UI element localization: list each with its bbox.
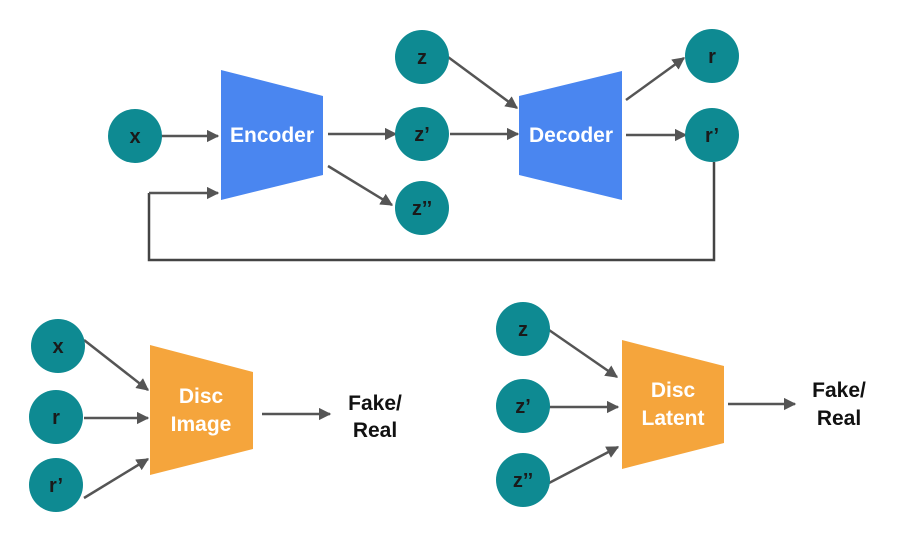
disc-image-output-line2: Real <box>353 419 397 442</box>
arrow-decoder-to-r <box>625 56 686 102</box>
disc-latent-label-line2: Latent <box>642 407 705 430</box>
disc-latent-input-z-prime-label: z’ <box>515 396 531 418</box>
disc-image-block <box>150 345 253 475</box>
node-r-prime <box>685 108 739 162</box>
arrow-encoder-to-zdoubleprime <box>327 164 394 207</box>
node-z <box>395 30 449 84</box>
node-z-prime <box>395 107 449 161</box>
disc-image-output-line1: Fake/ <box>348 392 402 415</box>
disc-image-label-line1: Disc <box>179 385 224 408</box>
disc-latent-input-z-double-prime-label: z’’ <box>513 470 533 492</box>
node-r-label: r <box>708 46 716 68</box>
encoder-block <box>221 70 323 200</box>
disc-latent-input-z-label: z <box>518 319 528 341</box>
encoder-label: Encoder <box>230 124 314 147</box>
disc-latent-label-line1: Disc <box>651 379 696 402</box>
disc-image-input-r-prime <box>29 458 83 512</box>
feedback-loop-line <box>147 162 716 262</box>
disc-image-input-r-label: r <box>52 407 60 429</box>
arrow-z-to-disc-latent <box>548 328 619 379</box>
disc-latent-output-line1: Fake/ <box>812 379 866 402</box>
arrow-z-to-decoder <box>447 55 519 110</box>
decoder-label: Decoder <box>529 124 613 147</box>
disc-image-label-line2: Image <box>171 413 232 436</box>
disc-latent-output-line2: Real <box>817 407 861 430</box>
node-r-prime-label: r’ <box>705 125 719 147</box>
disc-latent-input-z-prime <box>496 379 550 433</box>
arrow-x-to-disc-image <box>83 339 149 391</box>
arrow-rprime-to-disc-image <box>83 457 150 500</box>
node-x <box>108 109 162 163</box>
disc-latent-input-z <box>496 302 550 356</box>
disc-latent-input-z-double-prime <box>496 453 550 507</box>
disc-image-input-r-prime-label: r’ <box>49 475 63 497</box>
node-z-prime-label: z’ <box>414 124 430 146</box>
node-z-label: z <box>417 47 427 69</box>
disc-image-input-x-label: x <box>52 336 63 358</box>
node-x-label: x <box>129 126 140 148</box>
arrow-zdoubleprime-to-disc-latent <box>548 445 620 485</box>
decoder-block <box>519 71 622 200</box>
node-z-double-prime-label: z’’ <box>412 198 432 220</box>
disc-latent-block <box>622 340 724 469</box>
node-z-double-prime <box>395 181 449 235</box>
disc-image-input-x <box>31 319 85 373</box>
node-r <box>685 29 739 83</box>
disc-image-input-r <box>29 390 83 444</box>
